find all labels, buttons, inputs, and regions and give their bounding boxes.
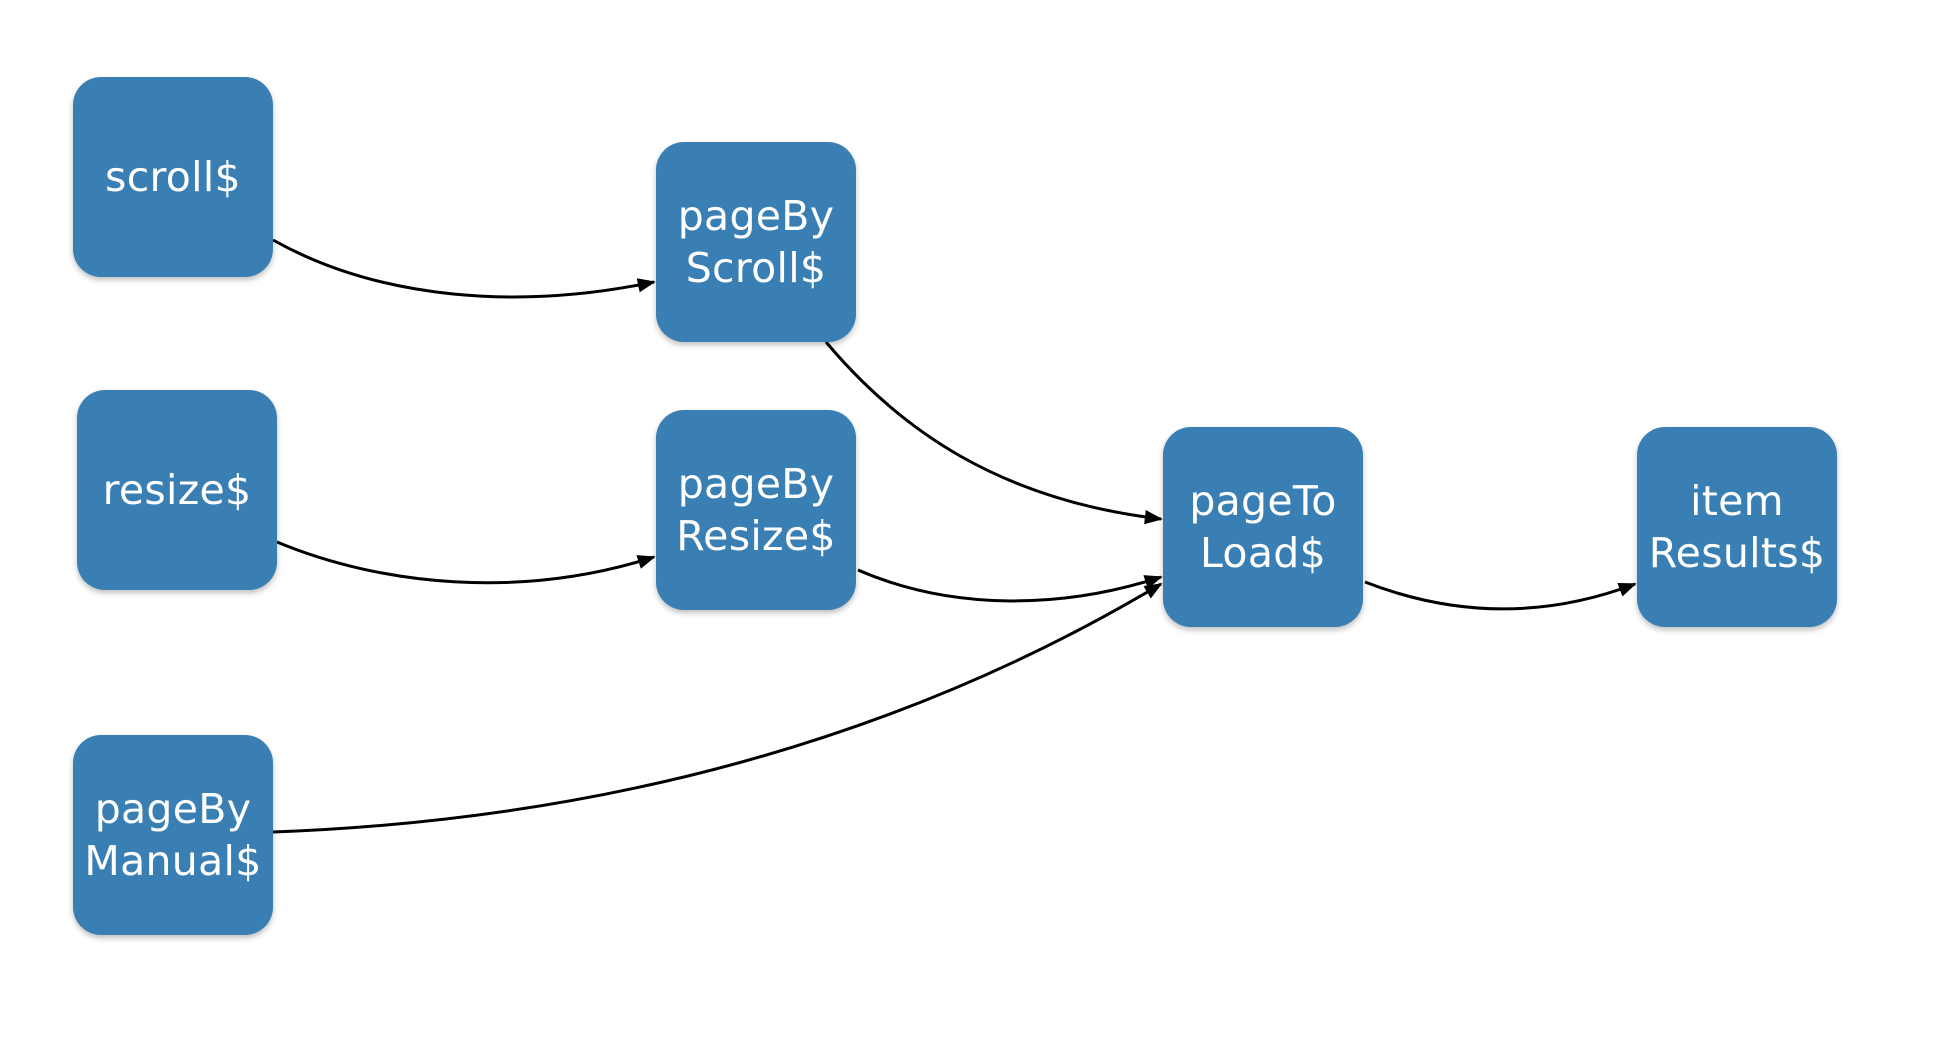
edge-resize-to-pagebyresize [276, 540, 656, 585]
node-label-page-by-resize: pageBy Resize$ [676, 460, 836, 560]
edge-scroll-to-pagebyscroll [272, 238, 656, 299]
edge-pagebyresize-to-pagetoload [857, 568, 1163, 603]
node-label-item-results: item Results$ [1648, 477, 1826, 577]
edge-pagetoload-to-itemresults [1364, 580, 1637, 611]
node-label-scroll: scroll$ [105, 153, 241, 201]
node-page-to-load: pageTo Load$ [1163, 427, 1363, 627]
node-item-results: item Results$ [1637, 427, 1837, 627]
node-page-by-resize: pageBy Resize$ [656, 410, 856, 610]
node-label-page-to-load: pageTo Load$ [1189, 477, 1337, 577]
edge-pagebymanual-to-pagetoload [272, 582, 1163, 834]
node-label-page-by-scroll: pageBy Scroll$ [677, 192, 835, 292]
edge-pagebyscroll-to-pagetoload [824, 341, 1163, 525]
node-label-resize: resize$ [102, 466, 252, 514]
node-resize: resize$ [77, 390, 277, 590]
node-label-page-by-manual: pageBy Manual$ [84, 785, 262, 885]
node-page-by-scroll: pageBy Scroll$ [656, 142, 856, 342]
node-scroll: scroll$ [73, 77, 273, 277]
node-page-by-manual: pageBy Manual$ [73, 735, 273, 935]
